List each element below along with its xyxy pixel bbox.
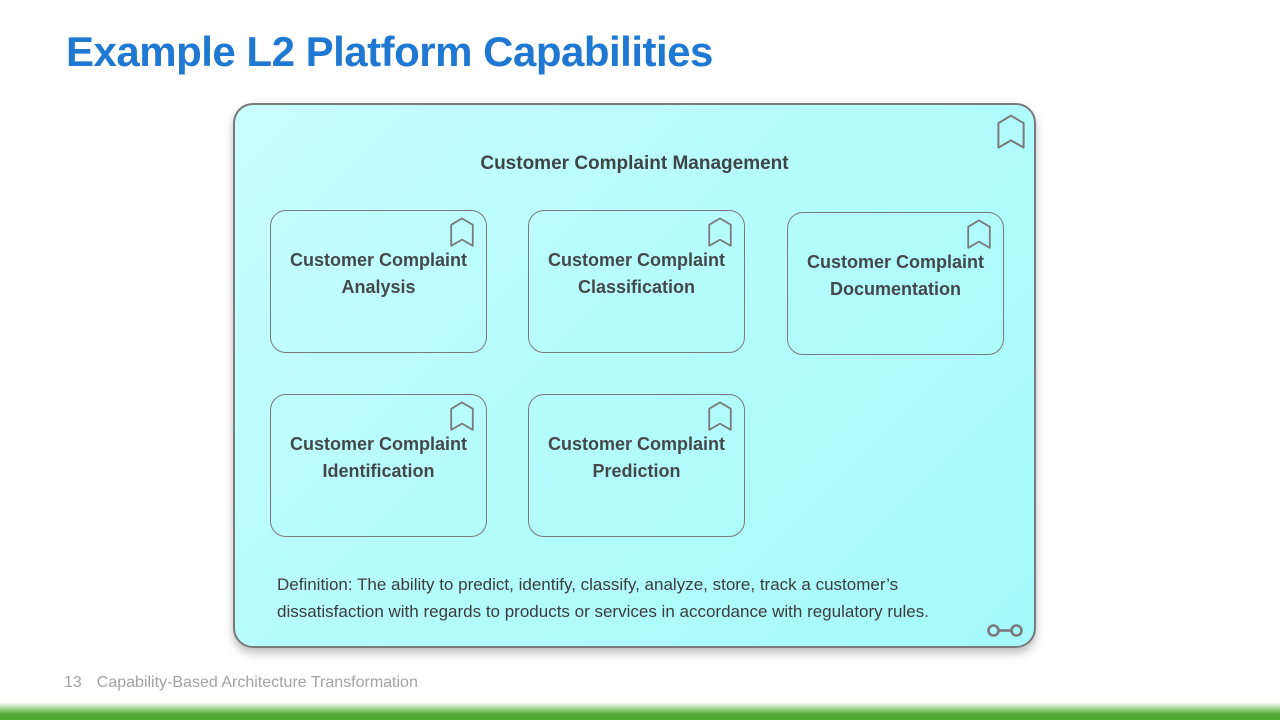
capability-label: Customer Complaint Documentation (806, 252, 984, 299)
capability-parent-box: Customer Complaint Management Customer C… (233, 103, 1036, 648)
bookmark-icon (450, 217, 474, 247)
capability-box-identification: Customer Complaint Identification (270, 394, 487, 537)
capability-box-prediction: Customer Complaint Prediction (528, 394, 745, 537)
bookmark-icon (967, 219, 991, 249)
capability-box-documentation: Customer Complaint Documentation (787, 212, 1004, 355)
bookmark-icon (997, 114, 1025, 149)
capability-box-classification: Customer Complaint Classification (528, 210, 745, 353)
capability-label: Customer Complaint Prediction (547, 434, 725, 481)
capability-label: Customer Complaint Analysis (289, 250, 467, 297)
footer-title: Capability-Based Architecture Transforma… (96, 674, 418, 691)
capability-box-analysis: Customer Complaint Analysis (270, 210, 487, 353)
bookmark-icon (708, 217, 732, 247)
bottom-accent-bar (0, 700, 1280, 720)
definition-text: Definition: The ability to predict, iden… (277, 575, 929, 622)
page-number: 13 (64, 674, 82, 691)
capability-label: Customer Complaint Identification (289, 434, 467, 481)
capability-label: Customer Complaint Classification (547, 250, 725, 297)
footer: 13 Capability-Based Architecture Transfo… (64, 674, 418, 692)
link-icon (987, 624, 1023, 637)
capability-parent-label: Customer Complaint Management (480, 153, 789, 174)
slide-title: Example L2 Platform Capabilities (66, 28, 713, 75)
bookmark-icon (450, 401, 474, 431)
bookmark-icon (708, 401, 732, 431)
